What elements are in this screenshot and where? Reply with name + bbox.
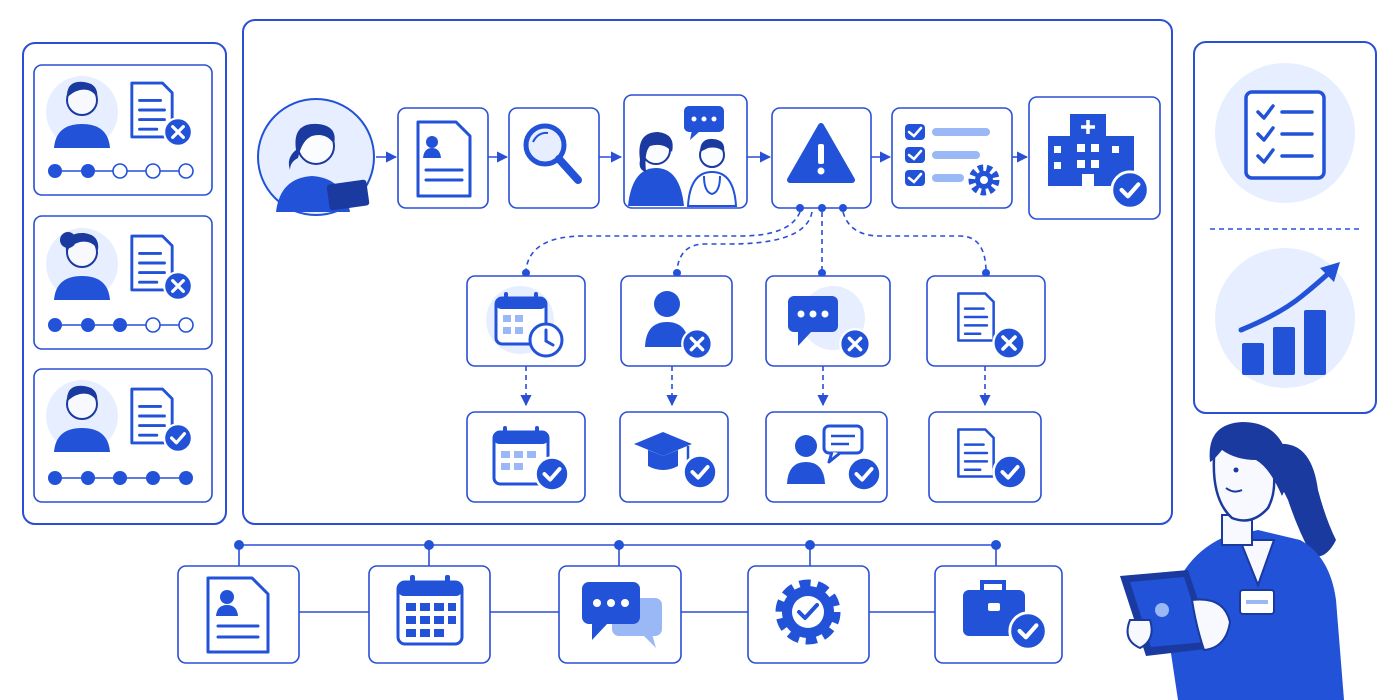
candidate-rejected-card[interactable] xyxy=(620,275,733,367)
training-completed-card[interactable] xyxy=(619,411,729,503)
scheduled-confirmed-card[interactable] xyxy=(466,411,586,503)
candidate-card-1[interactable] xyxy=(33,64,213,196)
user-rejected-icon xyxy=(645,291,714,361)
document-rejected-card[interactable] xyxy=(926,275,1046,367)
calendar-icon xyxy=(396,575,464,646)
nurse-with-tablet-illustration xyxy=(1120,422,1344,700)
resume-step[interactable] xyxy=(397,107,489,209)
branch-connectors xyxy=(522,204,990,277)
candidate-card-3[interactable] xyxy=(33,368,213,503)
male-candidate-avatar xyxy=(46,380,118,452)
user-message-icon xyxy=(787,424,883,493)
scheduling-conflict-card[interactable] xyxy=(466,275,586,367)
checklist-icon xyxy=(1215,63,1355,203)
female-candidate-avatar xyxy=(46,228,118,300)
search-icon xyxy=(523,123,582,184)
progress-tracker xyxy=(48,317,194,333)
calendar-clock-icon xyxy=(486,286,564,358)
hospital-approved-icon xyxy=(1048,114,1148,208)
pipeline-job-offer-card[interactable] xyxy=(934,565,1063,664)
growth-chart-icon xyxy=(1215,248,1355,388)
candidate-card-2[interactable] xyxy=(33,215,213,350)
progress-tracker xyxy=(48,471,193,485)
interview-icon xyxy=(628,106,738,207)
resume-icon xyxy=(206,576,270,654)
chat-rejected-icon xyxy=(788,286,872,361)
pipeline-calendar-card[interactable] xyxy=(368,565,491,664)
checklist-step[interactable] xyxy=(891,107,1013,209)
interview-step[interactable] xyxy=(623,94,748,209)
briefcase-approved-icon xyxy=(963,580,1046,649)
hospital-step[interactable] xyxy=(1028,96,1161,220)
graduation-cap-icon xyxy=(634,432,719,491)
pipeline-resume-card[interactable] xyxy=(177,565,300,664)
male-candidate-avatar xyxy=(46,76,118,148)
pipeline-settings-card[interactable] xyxy=(747,565,870,664)
pipeline-chat-card[interactable] xyxy=(558,565,682,664)
nurse-applicant-icon xyxy=(257,98,375,216)
gear-approved-icon xyxy=(775,579,841,645)
checklist-settings-icon xyxy=(905,124,1000,196)
document-approved-card[interactable] xyxy=(928,411,1042,503)
screening-step[interactable] xyxy=(508,107,600,209)
issue-alert-step[interactable] xyxy=(771,107,872,209)
chat-icon xyxy=(582,582,662,648)
warning-icon xyxy=(787,123,855,183)
feedback-given-card[interactable] xyxy=(765,411,888,503)
resume-icon xyxy=(416,120,472,198)
bottom-pipeline-connectors xyxy=(234,540,1001,613)
calendar-approved-icon xyxy=(492,426,571,493)
progress-tracker xyxy=(48,163,194,179)
communication-failed-card[interactable] xyxy=(765,275,891,367)
